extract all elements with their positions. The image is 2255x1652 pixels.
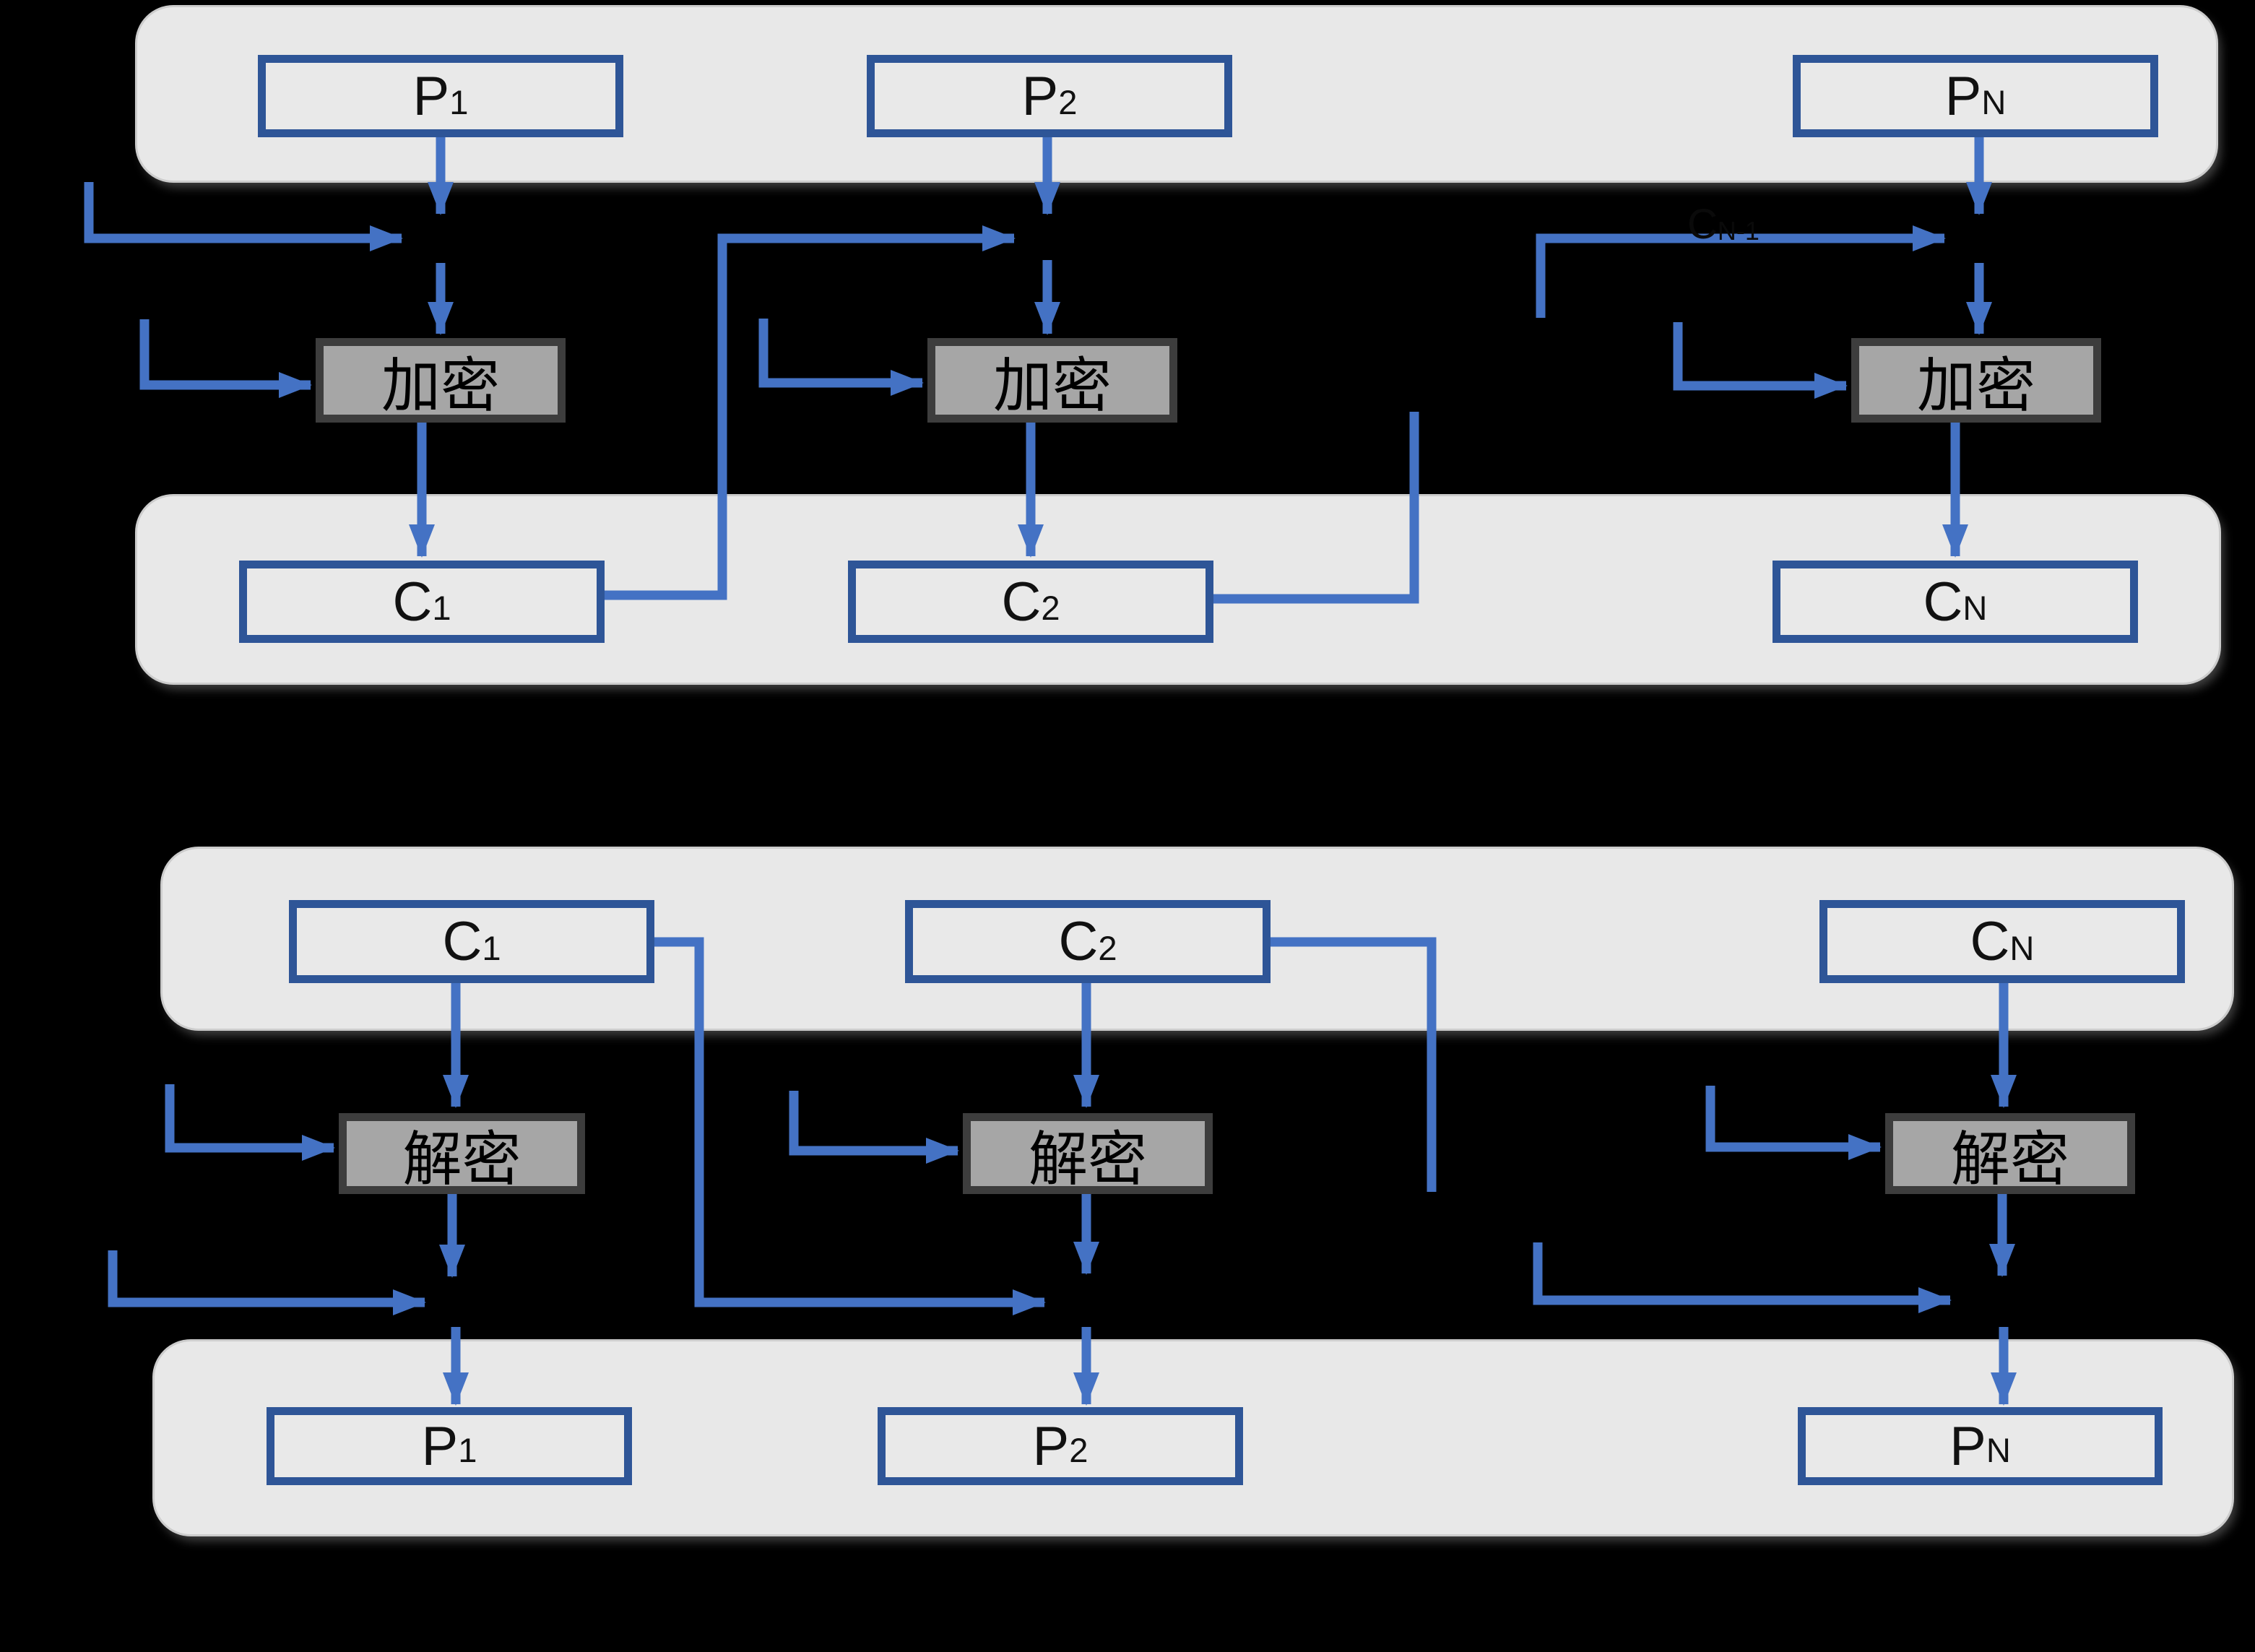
arrow-iv-to-xor1 [84,182,403,251]
block-label-sub: 1 [458,1431,477,1469]
block-label: P [1949,1415,1986,1477]
process-label: 加密 [381,353,500,419]
block-label: C [1970,911,2010,972]
arrow-key-to-encrypt1 [139,319,312,398]
block-label-sub: N [1962,589,1988,627]
decrypt-box-1: 解密 [339,1113,585,1194]
block-label-sub: N [1981,83,2007,121]
block-label: C [1001,571,1042,633]
arrow-key-to-encrypt2 [758,319,924,396]
chain-label-sub: N-1 [1717,216,1760,246]
block-label: P [1032,1415,1070,1477]
block-label-sub: N [1986,1431,2011,1469]
block-label: P [421,1415,459,1477]
process-label: 加密 [992,353,1112,419]
block-label: C [392,571,433,633]
block-label: C [442,911,482,972]
arrow-chain-c1-to-xor2 [605,225,1016,600]
line-chain-c2-continues-dec [1271,937,1437,1192]
decrypt-box-n: 解密 [1885,1113,2135,1194]
process-label: 解密 [1028,1126,1147,1193]
arrow-key-to-encryptn [1673,322,1848,399]
block-label-sub: 2 [1098,929,1117,967]
chain-label-base: C [1687,201,1718,248]
arrow-chain-c1-to-xor2-dec [654,937,1046,1315]
block-label-sub: N [2009,929,2035,967]
block-label-sub: 1 [449,83,469,121]
block-label-sub: 1 [432,589,451,627]
process-label: 解密 [1950,1126,2069,1193]
arrow-chain-cn1-to-xorn [1536,225,1946,318]
block-label-sub: 2 [1069,1431,1088,1469]
block-label: P [412,65,450,127]
line-chain-c2-continues [1213,412,1419,604]
block-label: C [1058,911,1099,972]
arrow-iv-to-xor1-dec [108,1250,426,1315]
block-label-sub: 1 [482,929,501,967]
arrow-chain-cn1-to-xorn-dec [1533,1242,1952,1313]
block-label-sub: 2 [1058,83,1078,121]
encrypt-box-2: 加密 [927,338,1177,423]
block-label-sub: 2 [1041,589,1060,627]
encrypt-box-1: 加密 [316,338,566,423]
arrow-key-to-decrypt2 [789,1091,959,1164]
arrow-key-to-decrypt1 [165,1084,335,1161]
process-label: 解密 [402,1126,521,1193]
arrow-key-to-decryptn [1705,1086,1882,1160]
block-label: P [1944,65,1982,127]
decrypt-box-2: 解密 [963,1113,1213,1194]
process-label: 加密 [1916,353,2035,419]
block-label: P [1021,65,1059,127]
block-label: C [1923,571,1963,633]
encrypt-box-n: 加密 [1851,338,2101,423]
